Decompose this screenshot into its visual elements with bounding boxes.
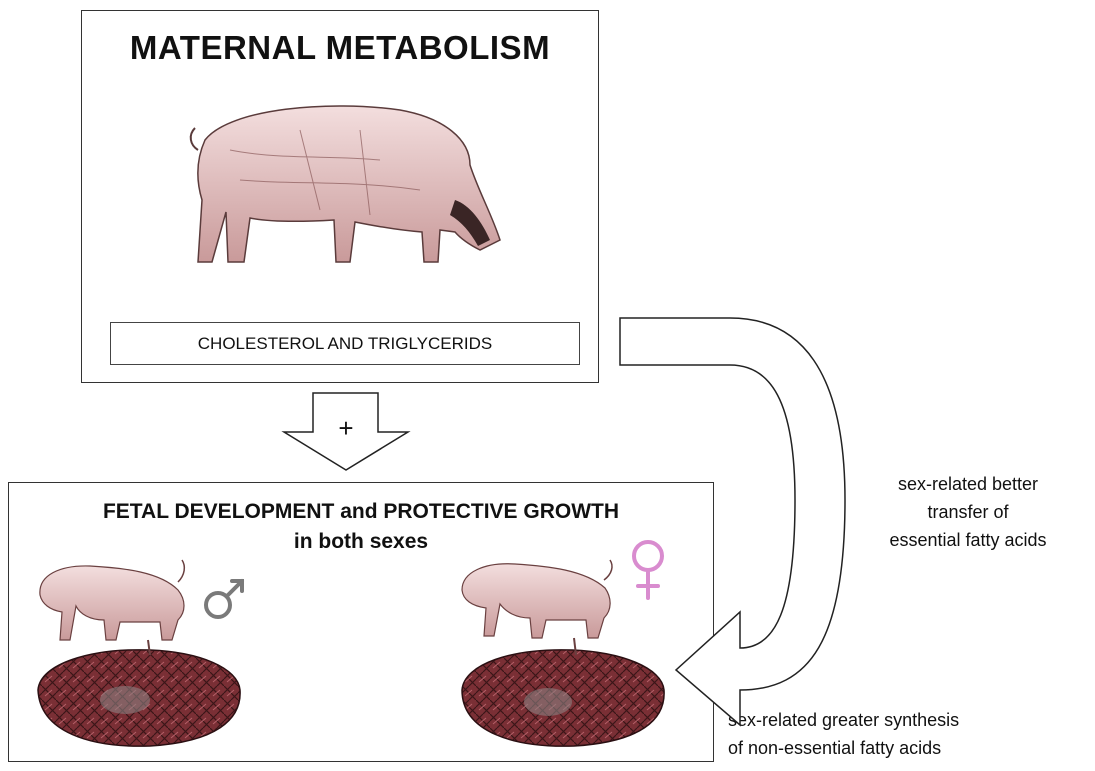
- female-placenta-illustration: [462, 638, 664, 746]
- male-placenta-illustration: [38, 640, 240, 746]
- male-symbol-icon: [206, 581, 242, 617]
- sow-illustration: [191, 106, 500, 262]
- female-piglet-illustration: [462, 560, 612, 638]
- female-symbol-icon: [634, 542, 662, 598]
- male-piglet-illustration: [40, 560, 184, 640]
- plus-sign: +: [338, 413, 353, 443]
- curved-arrow-icon: [620, 318, 845, 725]
